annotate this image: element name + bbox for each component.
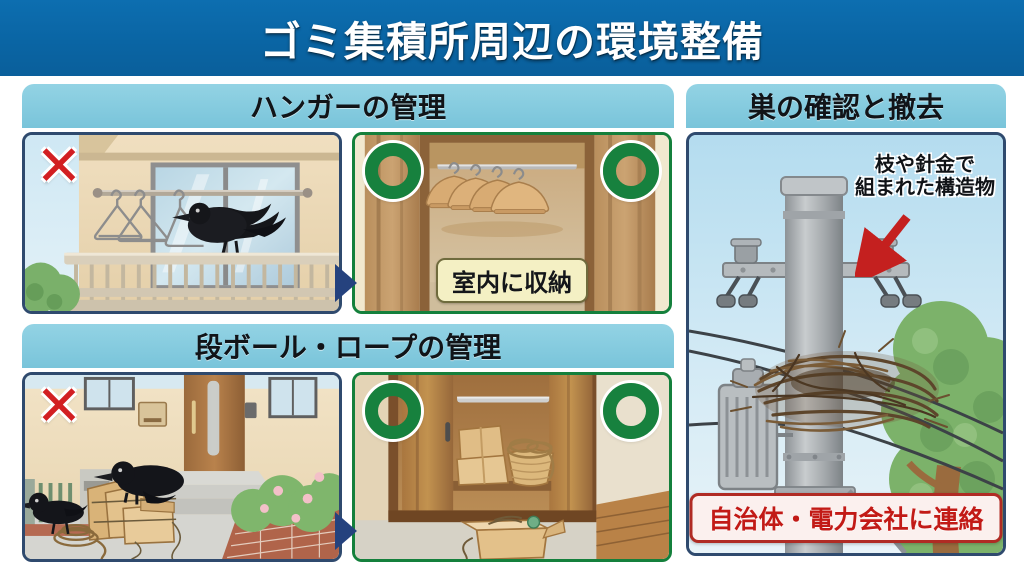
panel-bad-balcony-hanger[interactable]: ✕ — [22, 132, 342, 314]
comparison-pair: ✕ — [22, 132, 674, 314]
red-arrow-icon — [855, 214, 911, 277]
crow-on-boxes — [93, 461, 184, 505]
o-mark-left — [365, 383, 421, 439]
x-mark: ✕ — [35, 134, 83, 199]
transition-arrow-icon — [335, 264, 357, 302]
section-header-hanger: ハンガーの管理 — [22, 84, 674, 128]
section-header-cardboard: 段ボール・ロープの管理 — [22, 324, 674, 368]
left-column: ハンガーの管理 — [22, 84, 674, 564]
annotation-line-1: 枝や針金で — [875, 152, 975, 176]
o-mark-left — [365, 143, 421, 199]
o-mark-right — [603, 383, 659, 439]
section-title: ハンガーの管理 — [249, 91, 446, 124]
annotation-line-2: 組まれた構造物 — [855, 175, 995, 199]
nest-annotation: 枝や針金で 組まれた構造物 — [855, 153, 995, 199]
section-header-nest: 巣の確認と撤去 — [686, 84, 1006, 128]
page-header: ゴミ集積所周辺の環境整備 — [0, 0, 1024, 76]
panel-bad-entrance-cardboard[interactable]: ✕ — [22, 372, 342, 562]
section-title: 段ボール・ロープの管理 — [194, 331, 502, 364]
panel-good-storage-boxes[interactable] — [352, 372, 672, 562]
crow-on-ground — [25, 492, 88, 535]
section-cardboard-rope-management: 段ボール・ロープの管理 — [22, 324, 674, 564]
x-mark: ✕ — [35, 374, 83, 439]
crow-nest — [730, 330, 950, 432]
balcony-crow-illustration — [25, 135, 339, 311]
page-title: ゴミ集積所周辺の環境整備 — [260, 18, 764, 66]
panel-good-closet-hangers[interactable]: 室内に収納 — [352, 132, 672, 314]
section-hanger-management: ハンガーの管理 — [22, 84, 674, 316]
entrance-crows-illustration — [25, 375, 339, 559]
right-column: 巣の確認と撤去 — [686, 84, 1006, 564]
comparison-pair: ✕ — [22, 372, 674, 562]
content-stage: ハンガーの管理 — [0, 76, 1024, 572]
callout-contact-authorities: 自治体・電力会社に連絡 — [689, 493, 1003, 543]
transition-arrow-icon — [335, 512, 357, 550]
panel-nest-removal[interactable]: 枝や針金で 組まれた構造物 自治体・電力会社に連絡 — [686, 132, 1006, 556]
caption-store-indoors: 室内に収納 — [436, 258, 588, 303]
section-title: 巣の確認と撤去 — [747, 91, 944, 124]
o-mark-right — [603, 143, 659, 199]
